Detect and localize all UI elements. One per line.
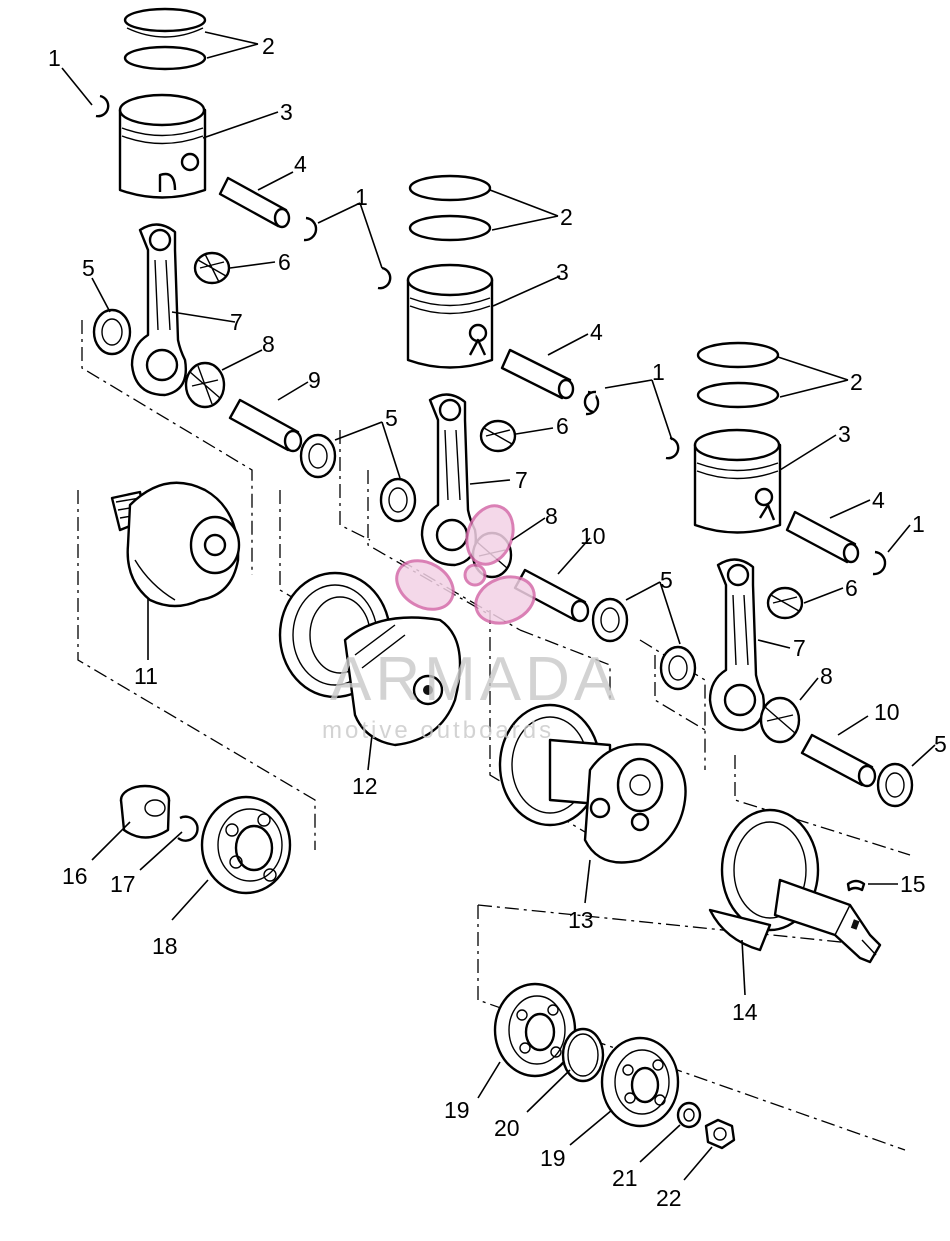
callout-17: 17 xyxy=(110,871,136,897)
circlip-right-b xyxy=(872,550,887,576)
main-bearing-19b xyxy=(600,1036,680,1128)
crank-seal-left xyxy=(92,308,132,356)
connecting-rod-right xyxy=(708,558,765,732)
small-end-bearing-left xyxy=(193,251,231,285)
leader-lines xyxy=(61,31,936,1181)
snap-ring-17 xyxy=(177,815,199,842)
callout-10: 10 xyxy=(874,699,900,725)
piston-pin-left xyxy=(218,176,291,229)
callout-19: 19 xyxy=(540,1145,566,1171)
washer-21 xyxy=(676,1101,702,1129)
connecting-rod-left xyxy=(130,223,187,397)
piston-rings-right xyxy=(696,341,780,409)
crank-seal-right xyxy=(659,645,697,691)
piston-pin-middle xyxy=(500,348,575,400)
callout-1: 1 xyxy=(652,359,665,385)
piston-middle xyxy=(406,263,494,369)
crank-seal-middle xyxy=(379,477,417,523)
watermark-tagline: motive outboards xyxy=(322,717,554,744)
callout-4: 4 xyxy=(294,151,307,177)
callout-3: 3 xyxy=(556,259,569,285)
bearing-sleeve-16 xyxy=(119,784,171,839)
crankshaft-section-12 xyxy=(278,571,462,747)
callout-21: 21 xyxy=(612,1165,638,1191)
circlip-left xyxy=(95,94,110,118)
nut-22 xyxy=(704,1118,736,1150)
callout-22: 22 xyxy=(656,1185,682,1211)
watermark-brand: ARMADA xyxy=(330,645,619,714)
callout-8: 8 xyxy=(820,663,833,689)
callout-16: 16 xyxy=(62,863,88,889)
crank-seal-right-b xyxy=(876,762,914,808)
callout-20: 20 xyxy=(494,1115,520,1141)
callout-1: 1 xyxy=(48,45,61,71)
callout-5: 5 xyxy=(660,567,673,593)
callout-12: 12 xyxy=(352,773,378,799)
circlip-middle xyxy=(377,266,392,290)
callout-2: 2 xyxy=(850,369,863,395)
big-end-bearing-left xyxy=(184,361,226,409)
bearing-ring-20 xyxy=(561,1027,605,1083)
callout-2: 2 xyxy=(262,33,275,59)
callout-18: 18 xyxy=(152,933,178,959)
small-end-bearing-middle xyxy=(479,419,517,453)
piston-rings-left xyxy=(123,7,207,71)
circlip-left-b xyxy=(303,216,318,242)
callout-3: 3 xyxy=(838,421,851,447)
callout-6: 6 xyxy=(278,249,291,275)
crank-pin-9 xyxy=(228,398,303,453)
woodruff-key-15 xyxy=(846,879,866,892)
callout-4: 4 xyxy=(872,487,885,513)
callout-3: 3 xyxy=(280,99,293,125)
crank-seal-middle-b xyxy=(591,597,629,643)
callout-9: 9 xyxy=(308,367,321,393)
callout-1: 1 xyxy=(912,511,925,537)
callout-15: 15 xyxy=(900,871,926,897)
callout-13: 13 xyxy=(568,907,594,933)
small-end-bearing-right xyxy=(766,586,804,620)
piston-right xyxy=(693,428,782,534)
piston-rings-middle xyxy=(408,174,492,242)
callout-6: 6 xyxy=(556,413,569,439)
callout-19: 19 xyxy=(444,1097,470,1123)
callout-14: 14 xyxy=(732,999,758,1025)
crankshaft-section-14 xyxy=(708,808,882,964)
callout-7: 7 xyxy=(230,309,243,335)
callout-1: 1 xyxy=(355,184,368,210)
watermark-logo xyxy=(395,504,536,625)
callout-5: 5 xyxy=(385,405,398,431)
callout-4: 4 xyxy=(590,319,603,345)
circlip-right-top xyxy=(583,390,597,414)
main-bearing-18 xyxy=(200,795,292,895)
callout-11: 11 xyxy=(134,663,158,689)
circlip-right xyxy=(665,436,680,460)
callout-2: 2 xyxy=(560,204,573,230)
crank-seal-left-b xyxy=(299,433,337,479)
callout-5: 5 xyxy=(82,255,95,281)
crankshaft-section-11 xyxy=(110,481,241,608)
callout-7: 7 xyxy=(515,467,528,493)
callout-6: 6 xyxy=(845,575,858,601)
crankshaft-section-13 xyxy=(498,703,687,864)
callout-5: 5 xyxy=(934,731,947,757)
big-end-bearing-right xyxy=(759,696,801,744)
callout-10: 10 xyxy=(580,523,606,549)
piston-pin-right xyxy=(785,510,860,564)
connecting-rod-middle xyxy=(420,393,477,567)
piston-left xyxy=(118,93,207,199)
callout-8: 8 xyxy=(262,331,275,357)
main-bearing-19a xyxy=(493,982,577,1078)
callout-labels: 1 2 3 4 5 6 7 8 9 1 2 3 4 5 6 7 8 10 1 1… xyxy=(48,33,947,1211)
callout-8: 8 xyxy=(545,503,558,529)
crank-pin-10-right xyxy=(800,733,877,788)
callout-7: 7 xyxy=(793,635,806,661)
